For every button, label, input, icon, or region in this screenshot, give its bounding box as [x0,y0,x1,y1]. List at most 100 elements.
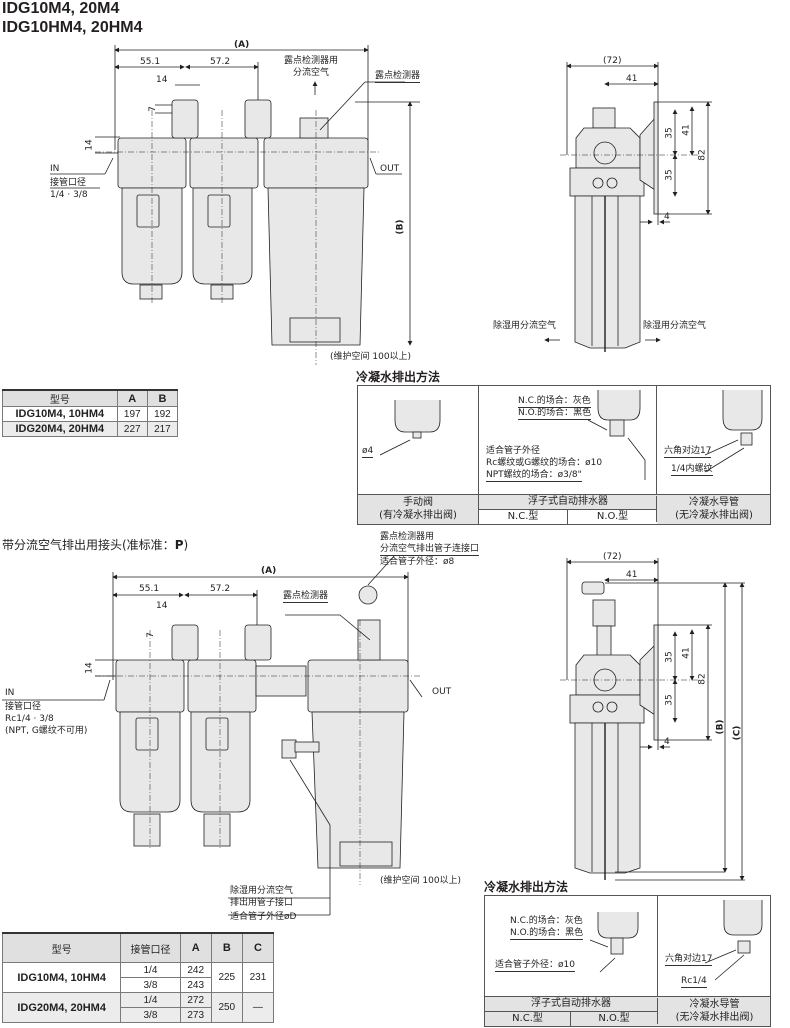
side2-dim-72: (72) [603,552,622,562]
cell-a: 243 [179,977,212,993]
sensor-label: 露点检测器 [375,71,421,83]
side-dim-35-upper: 35 [664,127,675,139]
connection-port-label-2: 分流空气排出管子连接口 [380,544,480,556]
dim-55-label-2: 55.1 [139,584,160,594]
float2-no-type: N.O.型 [598,1013,630,1024]
port-note-2: (NPT, G螺纹不可用) [5,726,88,736]
drain-method-title-1: 冷凝水排出方法 [356,370,441,384]
dim-14-horizontal-2: 14 [156,601,168,611]
out-label-2: OUT [432,687,452,697]
drain-guide-label: 冷凝水导管 [689,497,739,508]
cell-c: — [241,992,275,1023]
cell-a: 227 [116,421,148,437]
dim-14-horizontal: 14 [156,75,168,85]
cell-port: 3/8 [120,1007,181,1023]
side2-dim-35-lower: 35 [664,694,675,706]
side2-dim-35-upper: 35 [664,651,675,663]
dim-a-label: (A) [234,40,250,50]
float2-no-color: N.O.的场合：黑色 [510,928,584,940]
side2-dim-41: 41 [626,570,638,580]
side2-dim-4: 4 [664,737,670,747]
out-label: OUT [380,164,400,174]
drain2-guide-label: 冷凝水导管 [689,999,740,1010]
table-header-row: 型号 接管口径 A B C [1,932,275,963]
manual-size-note: ø4 [362,446,374,458]
table-row: 3/8 273 [3,1007,274,1023]
side-dim-4: 4 [664,212,670,222]
float-nc-color: N.C.的场合：灰色 [518,396,591,408]
float-no-type: N.O.型 [568,510,657,524]
cell-a: 272 [179,992,212,1008]
float-no-color: N.O.的场合：黑色 [518,408,592,420]
cell-model: IDG20M4, 20HM4 [2,421,118,437]
cell-a: 197 [116,406,148,422]
cell-c: 231 [241,962,275,993]
title-line-2: IDG10HM4, 20HM4 [2,19,143,36]
connection-port-size: 适合管子外径：ø8 [380,557,455,567]
cell-a: 273 [179,1007,212,1023]
table-row: 3/8 243 [3,977,274,993]
dim-7-label: 7 [147,106,158,112]
tube-od-npt: NPT螺纹的场合：ø3/8" [486,470,582,482]
cell-model: IDG20M4, 20HM4 [1,992,122,1023]
side-dim-35-lower: 35 [664,169,675,181]
dim-a-label-2: (A) [261,566,277,576]
in-label: IN [50,164,60,174]
dehumid-port-label-2: 排出用管子接口 [230,898,294,908]
side-dim-41-vertical: 41 [681,124,692,136]
cell-port: 3/8 [120,977,181,993]
port-size-label: 接管口径 [50,178,87,188]
bleed-air-label-2: 分流空气 [293,68,330,78]
dehumid-port-size: 适合管子外径øD [230,912,297,922]
section-2-title-prefix: 带分流空气排出用接头(准标准： [2,538,175,552]
drain-col-float [478,386,657,524]
dim-14-vertical: 14 [84,139,95,151]
connection-port-label-1: 露点检测器用 [380,532,435,542]
side-dim-82: 82 [697,149,708,161]
drain-col-manual [358,386,479,524]
in-label-2: IN [5,688,15,698]
cell-port: 1/4 [120,962,181,978]
float2-nc-type: N.C.型 [485,1012,571,1026]
float2-drain-label: 浮子式自动排水器 [485,997,657,1012]
cell-model: IDG10M4, 10HM4 [1,962,122,993]
side2-dim-c: (C) [732,725,743,741]
tube-od-rc: Rc螺纹或G螺纹的场合：ø10 [486,458,603,468]
dehumid-air-left-label: 除湿用分流空气 [493,321,557,331]
cell-b: 192 [146,406,179,422]
side2-dim-41-vertical: 41 [681,647,692,659]
drain-guide-sublabel: (无冷凝水排出阀) [675,510,753,521]
hex-size-note: 六角对边17 [664,446,712,458]
header-a: A [179,932,212,963]
drain-method-box-1: ø4 N.C.的场合：灰色 N.O.的场合：黑色 适合管子外径 Rc螺纹或G螺纹… [357,385,771,525]
cell-port: 1/4 [120,992,181,1008]
sensor-label-2: 露点检测器 [283,591,329,603]
drain-illustrations-2 [589,900,763,981]
header-model: 型号 [1,932,122,963]
manual-valve-label: 手动阀 [403,497,433,508]
port-size-value-2: Rc1/4 · 3/8 [5,714,54,724]
side2-dim-82: 82 [697,673,708,685]
side-view-top [544,62,712,352]
tube-od-title: 适合管子外径 [486,446,541,456]
header-c: C [241,932,275,963]
drain-footer-2: 浮子式自动排水器 N.C.型 N.O.型 冷凝水导管 (无冷凝水排出阀) [485,996,770,1026]
drain2-col-float [485,896,658,1026]
section-2-title-code: P [174,538,184,552]
section-2-title-suffix: ) [183,538,189,552]
side-dim-41: 41 [626,74,638,84]
dim-55-label: 55.1 [140,57,161,67]
spec-table-2: 型号 接管口径 A B C IDG10M4, 10HM4 1/4 242 225… [1,932,275,1023]
table-row: IDG20M4, 20HM4 227 217 [2,421,179,437]
side2-dim-b: (B) [715,719,726,735]
side-view-bottom [560,558,745,881]
cell-b: 225 [210,962,243,993]
manual-valve-sublabel: (有冷凝水排出阀) [379,510,457,521]
bleed-air-label-1: 露点检测器用 [284,56,339,66]
title-line-1: IDG10M4, 20M4 [2,0,120,17]
maintenance-space-label: (维护空间 100以上) [330,352,412,362]
dim-b-label: (B) [395,219,406,235]
port-size-label-2: 接管口径 [5,702,42,712]
float2-nc-color: N.C.的场合：灰色 [510,916,583,926]
